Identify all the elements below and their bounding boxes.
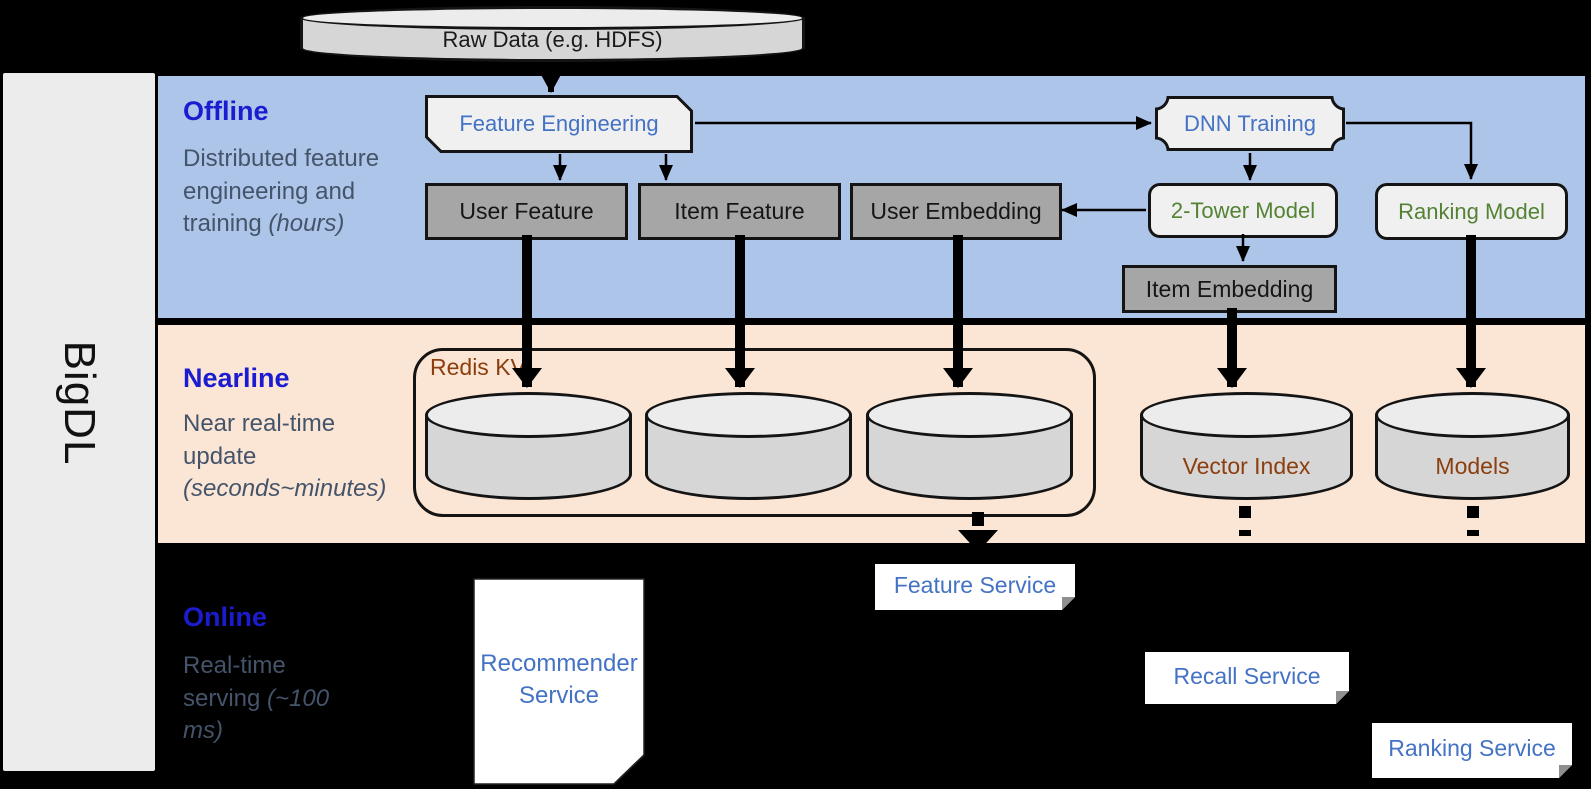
models-cylinder: Models xyxy=(1375,392,1570,500)
cylinder-top xyxy=(866,392,1073,438)
feature-service-label: Feature Service xyxy=(893,571,1057,598)
item-embedding-box: Item Embedding xyxy=(1122,265,1337,313)
cylinder-top xyxy=(300,6,805,30)
corner-fold-icon xyxy=(1062,597,1075,610)
offline-subtitle-text: Distributed feature engineering and trai… xyxy=(183,145,380,238)
feature-engineering-label: Feature Engineering xyxy=(459,111,659,136)
ranking-model-box: Ranking Model xyxy=(1375,183,1568,240)
recall-service-box: Recall Service xyxy=(1145,652,1349,704)
nearline-subtitle-italic: (seconds~minutes) xyxy=(183,475,387,503)
recommender-service-label: Recommender Service xyxy=(480,650,638,710)
card-shape xyxy=(425,95,693,153)
feature-engineering-node: Feature Engineering xyxy=(425,95,693,153)
offline-title: Offline xyxy=(183,96,269,126)
online-title: Online xyxy=(183,602,268,632)
item-embedding-label: Item Embedding xyxy=(1145,275,1314,302)
user-embedding-label: User Embedding xyxy=(870,198,1042,224)
redis-shard-cylinder-1 xyxy=(425,392,632,500)
nearline-subtitle: Near real-time update (seconds~minutes) xyxy=(183,408,411,506)
online-subtitle-text: Real-time serving xyxy=(183,652,286,712)
item-feature-box: Item Feature xyxy=(638,183,841,240)
ranking-service-box: Ranking Service xyxy=(1372,723,1572,778)
cylinder-top xyxy=(1140,392,1353,438)
document-shape xyxy=(473,578,645,785)
recall-service-label: Recall Service xyxy=(1173,662,1321,689)
online-subtitle: Real-time serving (~100 ms) xyxy=(183,650,333,748)
cylinder-top xyxy=(425,392,632,438)
item-feature-label: Item Feature xyxy=(674,198,805,224)
vector-index-cylinder: Vector Index xyxy=(1140,392,1353,500)
nearline-title: Nearline xyxy=(183,363,290,393)
user-feature-label: User Feature xyxy=(459,198,594,224)
dnn-training-node: DNN Training xyxy=(1155,96,1345,151)
cylinder-top xyxy=(1375,392,1570,438)
vector-index-label: Vector Index xyxy=(1182,452,1311,479)
online-subtitle-italic: (~100 ms) xyxy=(183,684,330,745)
raw-data-label: Raw Data (e.g. HDFS) xyxy=(442,27,663,52)
bigdl-brand-label: BigDL xyxy=(55,340,104,466)
plaque-shape xyxy=(1155,96,1345,151)
dnn-training-label: DNN Training xyxy=(1183,110,1317,136)
two-tower-model-label: 2-Tower Model xyxy=(1170,197,1316,223)
ranking-service-label: Ranking Service xyxy=(1388,735,1556,761)
service-card xyxy=(1145,652,1349,704)
nearline-subtitle-text: Near real-time update xyxy=(183,410,336,470)
offline-subtitle-italic: (hours) xyxy=(268,210,345,238)
redis-shard-cylinder-2 xyxy=(645,392,852,500)
service-card xyxy=(1372,723,1572,778)
user-embedding-box: User Embedding xyxy=(850,183,1062,240)
corner-fold-icon xyxy=(1336,691,1349,704)
redis-kv-container xyxy=(413,348,1096,517)
user-feature-box: User Feature xyxy=(425,183,628,240)
raw-data-cylinder: Raw Data (e.g. HDFS) xyxy=(300,6,805,62)
offline-subtitle: Distributed feature engineering and trai… xyxy=(183,143,395,241)
models-label: Models xyxy=(1435,452,1510,479)
bigdl-brand-bar: BigDL xyxy=(3,73,155,771)
recommender-service-document: Recommender Service xyxy=(473,578,645,785)
two-tower-model-box: 2-Tower Model xyxy=(1148,183,1338,238)
service-card xyxy=(875,564,1075,610)
redis-shard-cylinder-3 xyxy=(866,392,1073,500)
ranking-model-label: Ranking Model xyxy=(1398,198,1545,224)
feature-service-box: Feature Service xyxy=(875,564,1075,610)
corner-fold-icon xyxy=(1559,765,1572,778)
cylinder-top xyxy=(645,392,852,438)
redis-kv-label: Redis KV xyxy=(430,354,526,380)
